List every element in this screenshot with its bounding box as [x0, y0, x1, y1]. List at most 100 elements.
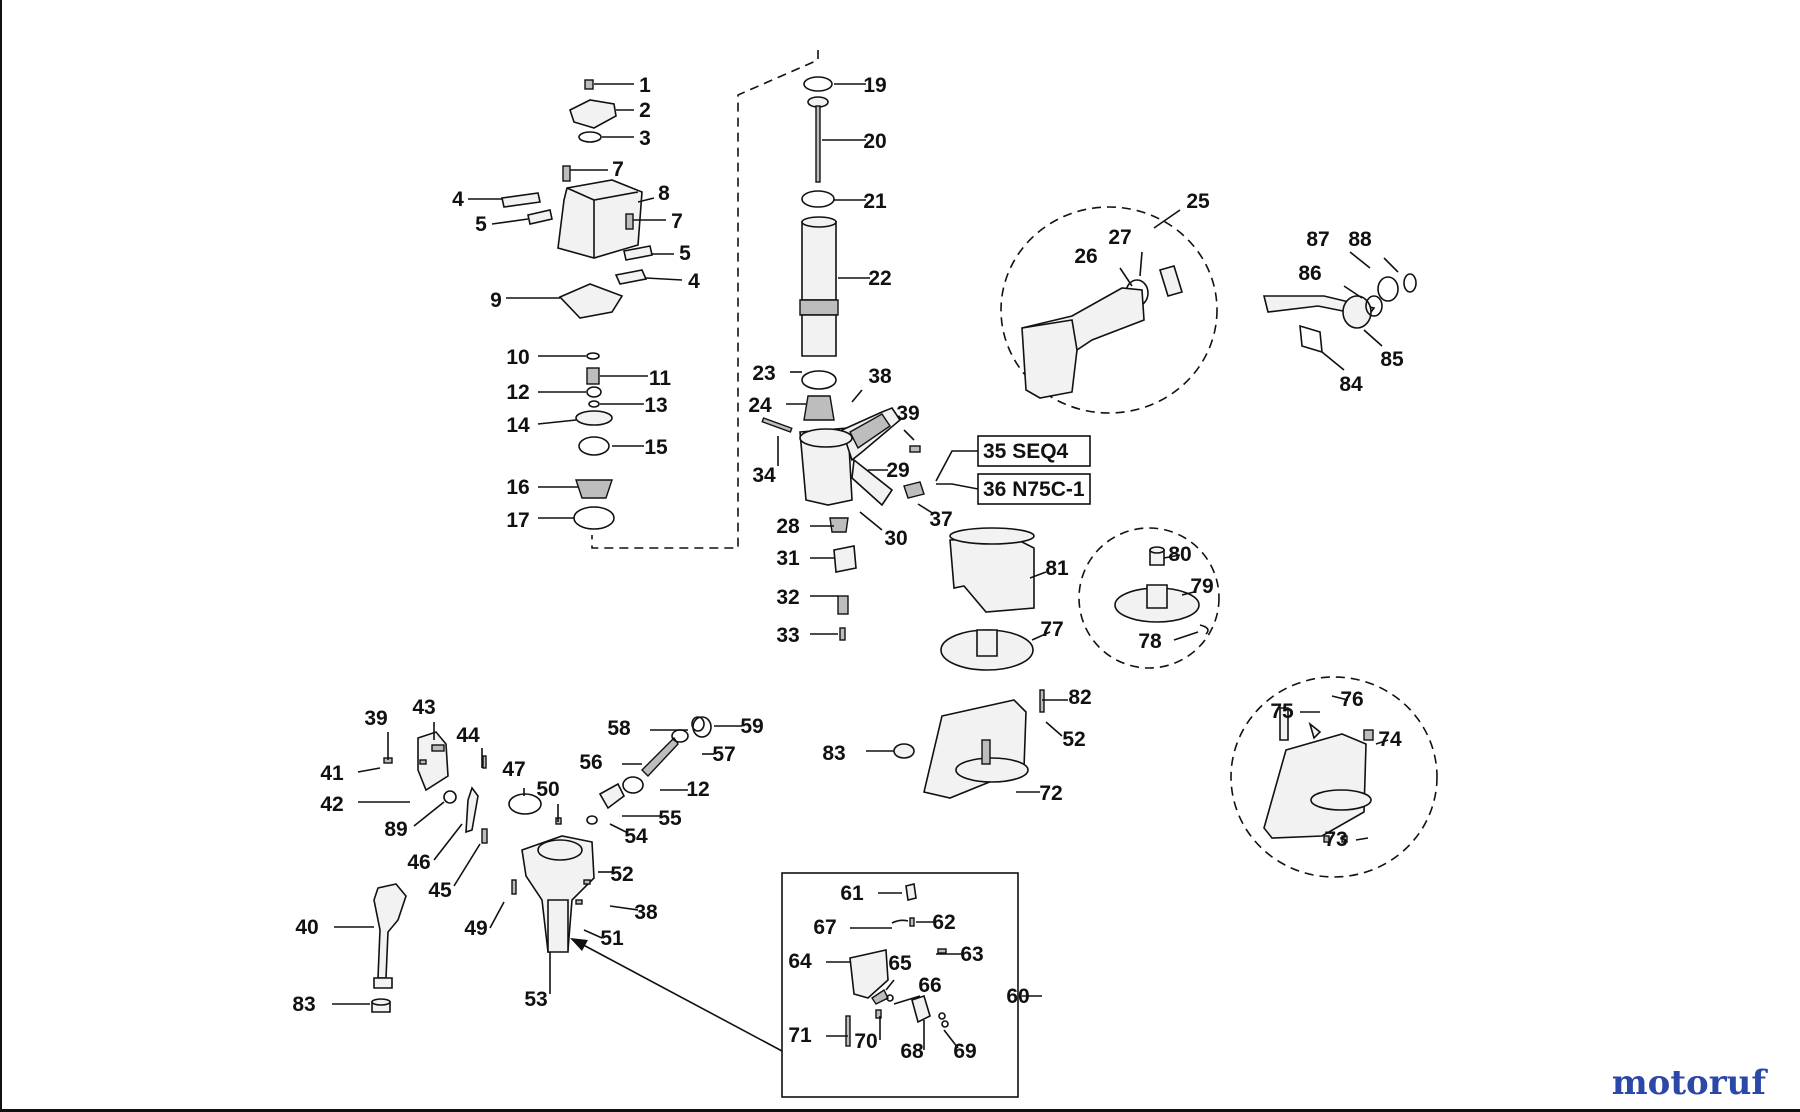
assembly-dashed-connector	[591, 50, 819, 549]
part-number-37: 37	[929, 508, 952, 531]
leader-line-8	[637, 197, 655, 203]
leader-line-74	[1375, 739, 1389, 745]
leader-line-54	[609, 823, 627, 833]
part-number-31: 31	[776, 547, 800, 570]
part-number-3: 3	[639, 127, 651, 150]
part-number-11: 11	[649, 367, 672, 390]
part-number-38: 38	[634, 901, 658, 924]
leader-line-27	[1139, 251, 1143, 277]
leader-line-39	[903, 429, 915, 441]
leader-line-85	[1363, 329, 1383, 347]
part-number-38: 38	[868, 365, 892, 388]
magazine-assembly	[893, 527, 1374, 843]
part-number-26: 26	[1074, 245, 1097, 268]
part-number-callouts: 1237874554910111213141516171920212223243…	[292, 74, 1404, 1063]
part-number-5: 5	[679, 242, 691, 265]
part-number-66: 66	[918, 974, 941, 997]
leader-line-38	[851, 389, 863, 403]
part-number-76: 76	[1340, 688, 1363, 711]
leader-line-4	[645, 277, 683, 281]
part-number-28: 28	[776, 515, 800, 538]
kit-leader-lines	[935, 450, 979, 490]
part-number-78: 78	[1138, 630, 1162, 653]
leader-line-80	[1163, 554, 1181, 559]
part-number-7: 7	[671, 210, 683, 233]
kit-label-2: 36 N75C-1	[983, 478, 1085, 501]
part-number-85: 85	[1380, 348, 1404, 371]
part-number-53: 53	[524, 988, 547, 1011]
nose-assembly	[508, 716, 712, 953]
part-number-20: 20	[863, 130, 886, 153]
part-number-2: 2	[639, 99, 651, 122]
part-number-79: 79	[1190, 575, 1213, 598]
leader-line-88	[1383, 257, 1399, 273]
part-number-63: 63	[960, 943, 983, 966]
leader-line-14	[537, 419, 577, 425]
part-number-83: 83	[822, 742, 845, 765]
part-number-61: 61	[840, 882, 864, 905]
part-number-30: 30	[884, 527, 907, 550]
dashed-group-magazine	[1230, 676, 1438, 878]
leader-line-87	[1349, 251, 1371, 269]
part-number-50: 50	[536, 778, 559, 801]
part-number-83: 83	[292, 993, 315, 1016]
leader-line-78	[1173, 631, 1199, 641]
site-watermark: motoruf	[1611, 1063, 1766, 1103]
leader-line-30	[859, 511, 883, 531]
part-number-14: 14	[506, 414, 530, 437]
part-number-58: 58	[607, 717, 631, 740]
part-number-15: 15	[644, 436, 668, 459]
leader-line-84	[1321, 351, 1345, 371]
leader-line-52	[1045, 721, 1063, 737]
part-number-52: 52	[1062, 728, 1085, 751]
part-number-27: 27	[1108, 226, 1131, 249]
part-number-71: 71	[788, 1024, 812, 1047]
leader-line-79	[1181, 591, 1195, 596]
part-number-16: 16	[506, 476, 529, 499]
part-number-44: 44	[456, 724, 480, 747]
part-number-80: 80	[1168, 543, 1191, 566]
part-number-43: 43	[412, 696, 435, 719]
leader-line-66	[893, 995, 921, 1005]
part-number-4: 4	[452, 188, 464, 211]
part-number-8: 8	[658, 182, 670, 205]
part-number-81: 81	[1045, 557, 1069, 580]
leader-line-49	[489, 901, 505, 929]
part-number-51: 51	[600, 927, 624, 950]
leader-line-51	[583, 929, 603, 939]
part-number-34: 34	[752, 464, 776, 487]
part-number-21: 21	[863, 190, 887, 213]
leader-line-5	[491, 218, 529, 225]
part-number-69: 69	[953, 1040, 976, 1063]
part-number-77: 77	[1040, 618, 1063, 641]
cylinder-assembly	[799, 76, 839, 421]
leader-line-73	[1355, 837, 1369, 841]
kit-label-1: 35 SEQ4	[983, 440, 1069, 463]
part-number-41: 41	[320, 762, 344, 785]
dashed-group-dial	[1078, 527, 1220, 669]
inset-pointer-arrow	[573, 939, 783, 1052]
part-number-13: 13	[644, 394, 667, 417]
part-number-39: 39	[896, 402, 919, 425]
part-number-88: 88	[1348, 228, 1372, 251]
part-number-52: 52	[610, 863, 633, 886]
part-number-54: 54	[624, 825, 648, 848]
part-number-45: 45	[428, 879, 452, 902]
leader-line-46	[433, 823, 463, 861]
leader-line-77	[1031, 631, 1051, 641]
part-number-82: 82	[1068, 686, 1091, 709]
part-number-68: 68	[900, 1040, 924, 1063]
part-number-55: 55	[658, 807, 682, 830]
part-number-1: 1	[639, 74, 651, 97]
leader-line-38	[609, 905, 639, 911]
dashed-group-handle	[1000, 206, 1218, 414]
handle-group	[1021, 265, 1184, 399]
leader-line-65	[885, 979, 895, 991]
part-number-10: 10	[506, 346, 529, 369]
leader-line-86	[1343, 285, 1363, 299]
part-number-67: 67	[813, 916, 836, 939]
part-number-12: 12	[506, 381, 529, 404]
latch-assembly	[371, 731, 488, 1013]
part-number-29: 29	[886, 459, 909, 482]
